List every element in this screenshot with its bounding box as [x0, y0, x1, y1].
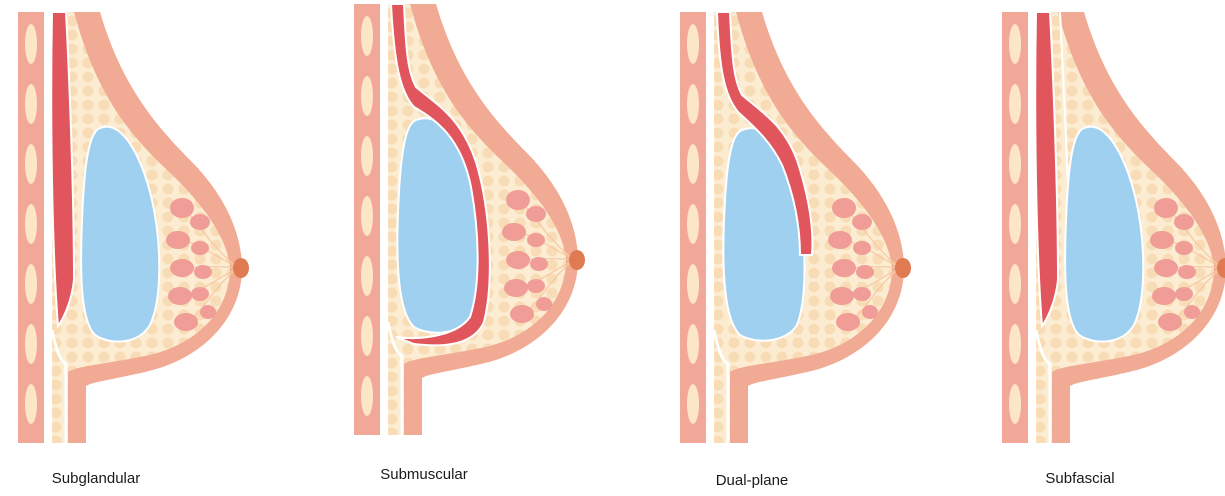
caption-submuscular: Submuscular	[380, 466, 468, 483]
chest-wall	[18, 12, 48, 443]
diagram-submuscular	[354, 4, 585, 435]
diagram-subfascial	[1002, 12, 1225, 443]
chest-wall	[354, 4, 384, 435]
chest-wall	[1002, 12, 1032, 443]
chest-wall	[680, 12, 710, 443]
diagram-subglandular	[18, 12, 249, 443]
diagram-dual-plane	[680, 12, 911, 443]
caption-dual-plane: Dual-plane	[716, 472, 789, 489]
caption-subfascial: Subfascial	[1045, 470, 1114, 487]
caption-subglandular: Subglandular	[52, 470, 140, 487]
